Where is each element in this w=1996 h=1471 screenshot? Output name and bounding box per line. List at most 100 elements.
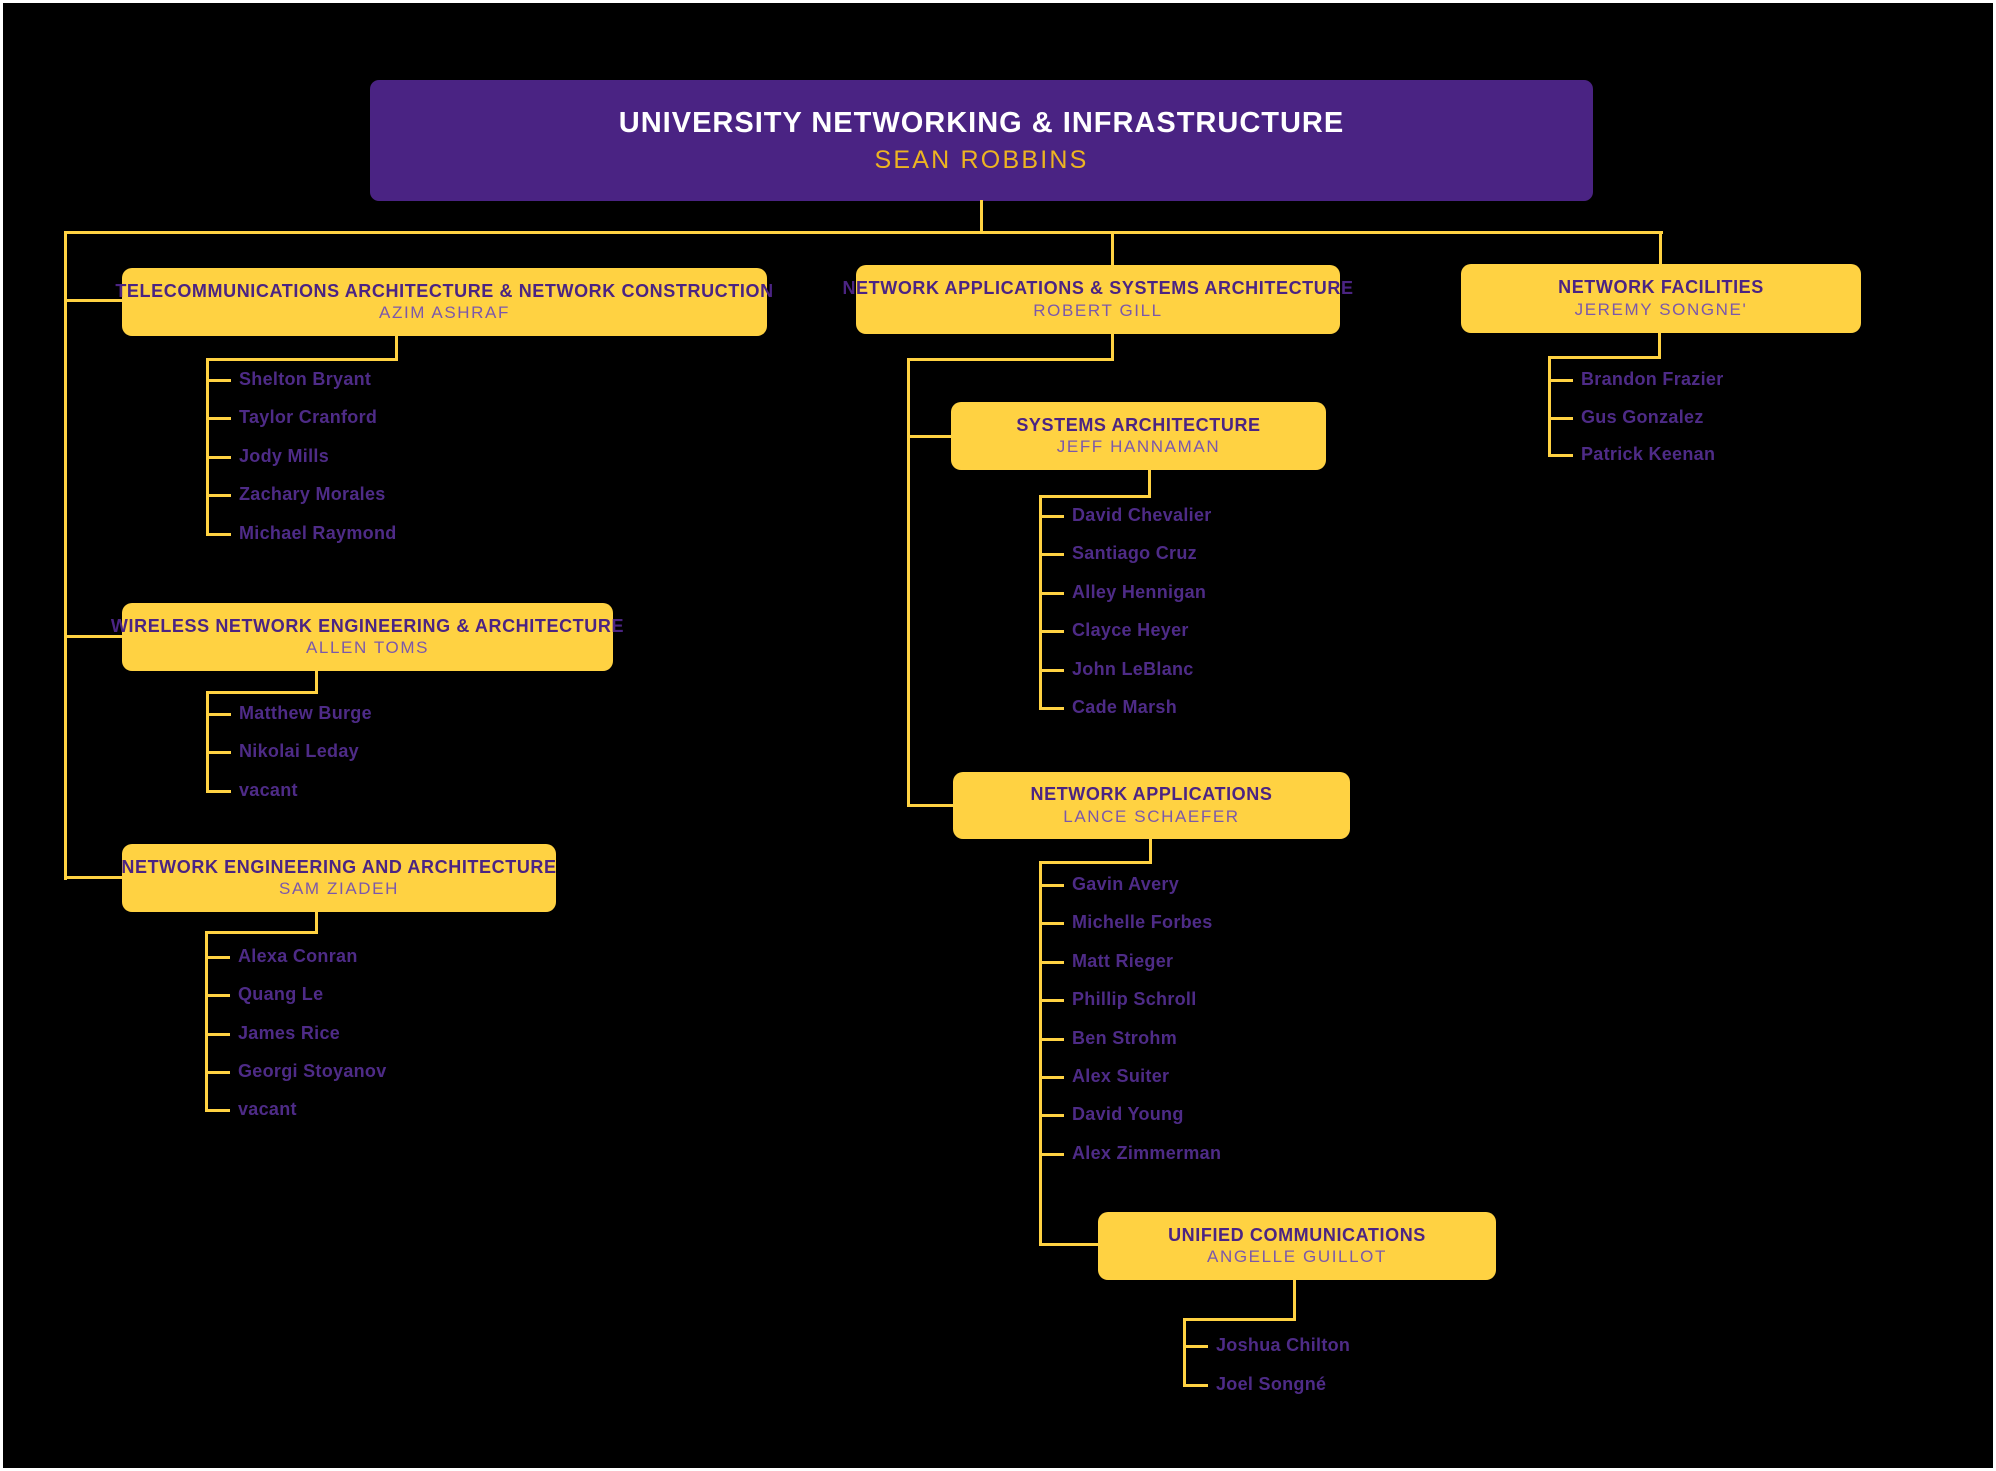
member-label: Alex Suiter [1072,1066,1170,1087]
connector-line [64,231,1663,234]
member-label: Brandon Frazier [1581,369,1724,390]
member-label: Phillip Schroll [1072,989,1197,1010]
connector-tick [1039,1076,1064,1079]
node-title: SYSTEMS ARCHITECTURE [1016,414,1261,435]
connector-tick [1039,1153,1064,1156]
node-title: TELECOMMUNICATIONS ARCHITECTURE & NETWOR… [115,280,774,301]
connector-line [64,299,124,302]
member-label: David Young [1072,1104,1184,1125]
connector-spine [205,931,208,1112]
connector-tick [205,994,230,997]
connector-spine [206,358,209,536]
member-label: Cade Marsh [1072,697,1178,718]
member-label: Alex Zimmerman [1072,1143,1222,1164]
connector-line [64,231,67,880]
connector-tick [1548,454,1573,457]
connector-tick [1039,592,1064,595]
member-label: David Chevalier [1072,505,1212,526]
member-label: Michelle Forbes [1072,912,1213,933]
connector-tick [1039,961,1064,964]
node-wireless-engineering: WIRELESS NETWORK ENGINEERING & ARCHITECT… [111,603,623,671]
connector-tick [1039,515,1064,518]
member-label: Alexa Conran [238,946,358,967]
connector-tick [205,1071,230,1074]
connector-spine [1039,495,1042,710]
member-label: Michael Raymond [239,523,397,544]
node-person-name: SAM ZIADEH [279,879,399,899]
connector-tick [1039,630,1064,633]
member-label: Gavin Avery [1072,874,1180,895]
connector-elbow [1039,861,1152,864]
member-label: Jody Mills [239,446,330,467]
member-label: James Rice [238,1023,341,1044]
node-person-name: ROBERT GILL [1033,300,1163,320]
member-label: Quang Le [238,984,324,1005]
connector-tick [1548,379,1573,382]
connector-tick [1039,1038,1064,1041]
connector-line [1039,1151,1042,1246]
node-person-name: AZIM ASHRAF [379,303,510,323]
connector-line [907,804,955,807]
member-label: Alley Hennigan [1072,582,1207,603]
connector-tick [1548,417,1573,420]
node-title: NETWORK APPLICATIONS & SYSTEMS ARCHITECT… [842,278,1354,299]
node-person-name: ALLEN TOMS [305,638,430,658]
connector-tick [1039,669,1064,672]
node-telecom-architecture: TELECOMMUNICATIONS ARCHITECTURE & NETWOR… [115,268,773,336]
connector-drop [1148,469,1151,498]
member-label: Georgi Stoyanov [238,1061,387,1082]
node-person-name: SEAN ROBBINS [874,145,1089,174]
connector-elbow [1183,1318,1296,1321]
member-label: Santiago Cruz [1072,543,1197,564]
connector-tick [206,790,231,793]
connector-line [907,358,910,807]
connector-spine [1183,1318,1186,1387]
connector-tick [1183,1345,1208,1348]
connector-tick [1183,1384,1208,1387]
member-label: Joshua Chilton [1216,1335,1351,1356]
connector-drop [1149,838,1152,864]
member-label: vacant [238,1099,297,1120]
connector-elbow [1548,356,1661,359]
member-label: Joel Songné [1216,1374,1327,1395]
member-label: Nikolai Leday [239,741,359,762]
connector-line [64,635,124,638]
node-title: NETWORK ENGINEERING AND ARCHITECTURE [121,856,557,877]
connector-tick [206,456,231,459]
connector-spine [1548,356,1551,457]
connector-tick [1039,553,1064,556]
member-label: Zachary Morales [239,484,386,505]
connector-elbow [206,691,318,694]
connector-tick [206,533,231,536]
connector-tick [1039,922,1064,925]
connector-line [1659,231,1662,267]
connector-tick [206,494,231,497]
member-label: Taylor Cranford [239,407,378,428]
connector-tick [206,417,231,420]
connector-tick [205,1109,230,1112]
node-person-name: JEFF HANNAMAN [1056,437,1221,457]
member-label: Patrick Keenan [1581,444,1716,465]
node-network-apps-systems: NETWORK APPLICATIONS & SYSTEMS ARCHITECT… [842,265,1353,334]
connector-elbow [1039,495,1151,498]
connector-tick [1039,999,1064,1002]
connector-line [1111,333,1114,361]
connector-drop [315,911,318,934]
member-label: Matt Rieger [1072,951,1174,972]
connector-tick [206,713,231,716]
connector-line [64,876,124,879]
connector-drop [1293,1279,1296,1321]
connector-tick [205,1033,230,1036]
connector-tick [205,956,230,959]
connector-tick [206,379,231,382]
connector-line [1039,1243,1100,1246]
connector-tick [206,751,231,754]
node-person-name: ANGELLE GUILLOT [1207,1247,1387,1267]
connector-elbow [206,358,398,361]
connector-drop [395,335,398,361]
